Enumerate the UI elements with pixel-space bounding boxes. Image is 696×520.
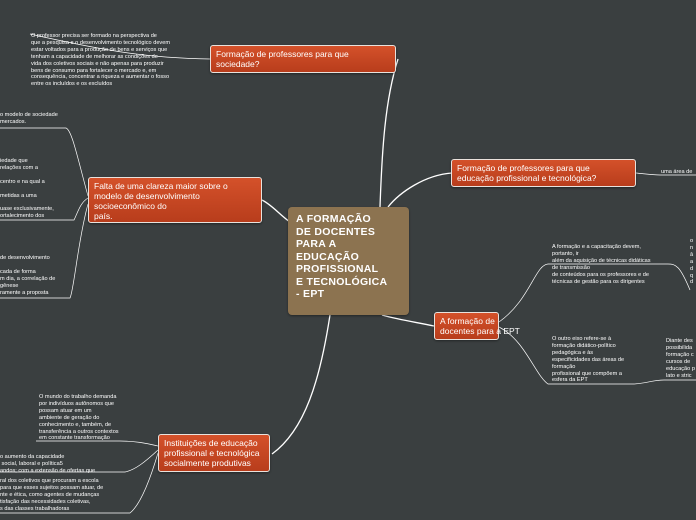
note-truncated-right: o n â a d q d <box>690 238 694 286</box>
link-central-t1 <box>379 58 399 208</box>
link-t4-n4a <box>498 263 668 323</box>
note-diante-des: Diante des possibilida formação c cursos… <box>666 338 695 379</box>
topic-formacao-sociedade[interactable]: Formação de professores para que socieda… <box>210 45 396 73</box>
link-central-t4 <box>381 314 435 327</box>
note-desenvolvimento: de desenvolvimento cada de forma m dia, … <box>0 255 56 296</box>
link-n4a-n4c <box>667 263 691 291</box>
link-t3-n3a <box>0 127 89 197</box>
topic-formacao-ept-label: Formação de professores para que educaçã… <box>457 163 597 183</box>
topic-formacao-sociedade-label: Formação de professores para que socieda… <box>216 49 349 69</box>
note-professor-formado: O professor precisa ser formado na persp… <box>31 33 171 88</box>
link-t3-n3b <box>0 197 89 221</box>
link-central-t5 <box>271 314 331 455</box>
link-t4-n4b <box>498 326 632 385</box>
central-topic-title: A FORMAÇÃO DE DOCENTES PARA A EDUCAÇÃO P… <box>296 213 388 300</box>
topic-instituicoes[interactable]: Instituições de educação profissional e … <box>158 434 270 472</box>
link-n4b-n4d <box>631 379 696 385</box>
link-t5-n5b <box>0 449 159 473</box>
note-modelo-sociedade: o modelo de sociedade mercados. <box>0 112 58 125</box>
link-t3-n3c <box>0 203 89 299</box>
note-mundo-trabalho: O mundo do trabalho demanda por indivídu… <box>39 394 119 442</box>
note-sociedade-relacoes: iedade que relações com a centro e na qu… <box>0 158 54 220</box>
link-central-t2 <box>387 172 453 208</box>
topic-formacao-ept[interactable]: Formação de professores para que educaçã… <box>451 159 636 187</box>
central-topic[interactable]: A FORMAÇÃO DE DOCENTES PARA A EDUCAÇÃO P… <box>288 207 409 315</box>
link-t1-n1 <box>29 33 211 60</box>
note-aumento-capacidade: o aumento da capacidade social, laboral … <box>0 454 96 474</box>
note-outro-eixo: O outro eixo refere-se à formação didáti… <box>552 336 625 384</box>
link-t2-n2 <box>635 172 696 176</box>
topic-falta-clareza[interactable]: Falta de uma clareza maior sobre o model… <box>88 177 262 223</box>
topic-instituicoes-label: Instituições de educação profissional e … <box>164 438 260 468</box>
note-coletivos-escola: ral dos coletivos que procuram a escola … <box>0 478 104 512</box>
link-t5-n5c <box>0 452 159 514</box>
topic-formacao-docentes[interactable]: A formação de docentes para a EPT <box>434 312 520 340</box>
note-area: uma área de <box>661 169 693 175</box>
note-formacao-capacitacao: A formação e a capacitação devem, portan… <box>552 244 651 285</box>
link-t5-n5a <box>36 440 159 447</box>
topic-falta-clareza-label: Falta de uma clareza maior sobre o model… <box>94 181 228 221</box>
topic-formacao-docentes-label: A formação de docentes para a EPT <box>440 316 520 336</box>
link-central-t3 <box>261 199 291 223</box>
